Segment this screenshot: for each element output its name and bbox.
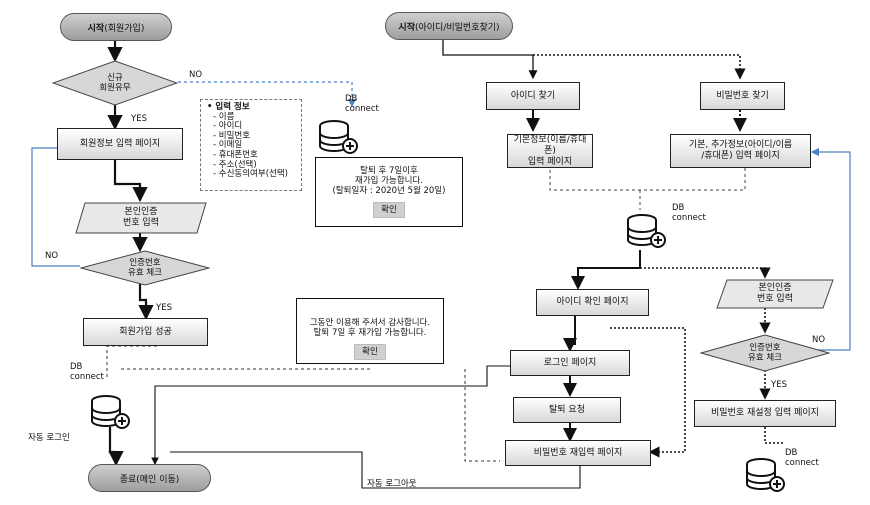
find-start-rest: (아이디/비밀번호찾기) [414,22,500,33]
info-item: - 주소(선택) [213,159,257,170]
pw-reenter-page: 비밀번호 재입력 페이지 [505,440,651,466]
right-verify-input-shape [716,279,834,309]
info-item: - 이름 [213,111,235,122]
info-item: - 아이디 [213,121,243,132]
withdraw-request: 탈퇴 요청 [513,397,621,423]
verify-check-decision: 인증번호 유효 체크 [128,258,162,278]
start-bold: 시작 [87,23,105,34]
signup-success: 회원가입 성공 [83,318,208,346]
no-label-verify: NO [45,251,59,261]
thanks-popup-text: 그동안 이용해 주셔서 감사합니다. 탈퇴 7일 후 재가입 가능합니다. [309,318,431,338]
end-main: 종료(메인 이동) [88,464,211,492]
right-verify-check-shape [700,334,830,372]
verify-number-input: 본인인증 번호 입력 [123,207,159,228]
thanks-popup: 그동안 이용해 주셔서 감사합니다. 탈퇴 7일 후 재가입 가능합니다. 확인 [296,298,444,364]
db-icon-bottom [745,456,789,500]
info-list-header: • 입력 정보 [207,102,250,112]
find-start-bold: 시작 [398,22,415,33]
info-item: - 비밀번호 [213,130,251,141]
db-label-top: DB connect [345,94,379,114]
verify-retry-line [31,143,80,267]
no-label-top: NO [189,70,203,80]
db-label-left: DB connect [70,362,104,382]
db-icon-top [318,118,362,162]
find-start: 시작(아이디/비밀번호찾기) [385,12,513,40]
login-page: 로그인 페이지 [510,350,630,376]
info-item: - 휴대폰번호 [213,149,258,160]
right-verify-check-decision: 인증번호 유효 체크 [748,343,782,363]
auto-logout-label: 자동 로그아웃 [367,479,417,489]
yes-label-top: YES [131,114,147,124]
find-pw: 비밀번호 찾기 [700,82,785,110]
no-label-right: NO [812,335,826,345]
id-confirm-page: 아이디 확인 페이지 [536,289,649,316]
signup-input-page: 회원정보 입력 페이지 [57,128,183,160]
right-retry-line [780,147,851,351]
db-label-bottom: DB connect [785,448,819,468]
db-label-mid: DB connect [672,203,706,223]
verify-input-shape [75,202,207,234]
rejoin-popup: 탈퇴 후 7일이후 재가입 가능합니다. (탈퇴일자 : 2020년 5월 20… [315,157,463,227]
info-item: - 이메일 [213,140,243,151]
input-info-list: • 입력 정보 - 이름 - 아이디 - 비밀번호 - 이메일 - 휴대폰번호 … [200,99,302,191]
yes-label-verify: YES [156,303,172,313]
basic-info-page: 기본정보(이름/휴대폰) 입력 페이지 [507,134,593,168]
verify-check-shape [80,250,210,286]
signup-start: 시작(회원가입) [60,13,172,41]
thanks-confirm-button[interactable]: 확인 [354,344,386,360]
start-rest: (회원가입) [104,23,145,34]
new-member-decision-shape [52,60,178,106]
rejoin-confirm-button[interactable]: 확인 [373,202,405,218]
right-verify-input: 본인인증 번호 입력 [757,283,793,304]
no-db-line [178,81,357,108]
new-member-decision: 신규 회원유무 [99,73,131,93]
db-icon-left [90,393,134,437]
pw-reset-page: 비밀번호 재설정 입력 페이지 [694,400,836,427]
find-id: 아이디 찾기 [486,82,580,110]
rejoin-popup-text: 탈퇴 후 7일이후 재가입 가능합니다. (탈퇴일자 : 2020년 5월 20… [332,166,446,196]
auto-login-label: 자동 로그인 [28,433,70,443]
info-item: - 수신동의여부(선택) [213,169,288,180]
extra-info-page: 기본, 추가정보(아이디/이름 /휴대폰) 입력 페이지 [670,134,811,168]
db-icon-mid [626,212,670,256]
left-flow-lines [107,40,154,467]
yes-label-right: YES [771,380,787,390]
